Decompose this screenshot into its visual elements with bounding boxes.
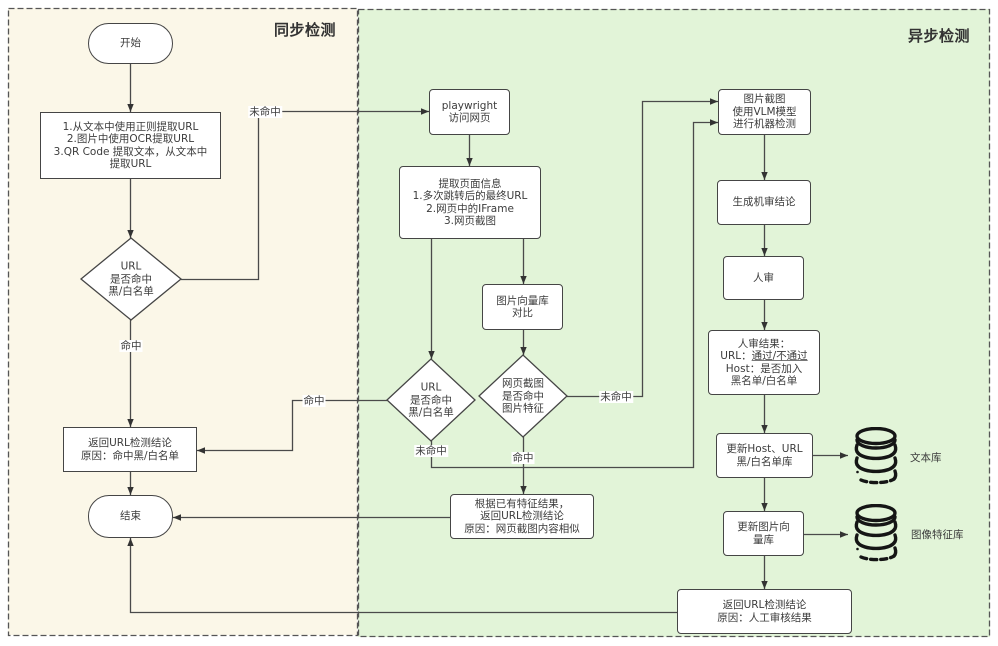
sync-blacklist-decision-diamond [79,237,183,321]
node-text-line: 1.多次跳转后的最终URL [412,190,528,202]
feature-result-node: 根据已有特征结果， 返回URL检测结论 原因：网页截图内容相似 [450,494,594,539]
sync-panel-title: 同步检测 [273,21,336,39]
node-text-line: 原因：人工审核结果 [717,611,812,624]
node-text-line: 返回URL检测结论 [480,510,564,523]
node-text-line: 是否命中 [502,389,544,402]
node-text-line: 黑/白名单 [408,406,454,419]
start-label: 开始 [120,37,141,50]
node-text-line: URL [120,260,142,273]
node-text-line: 2.网页中的IFrame [426,202,514,215]
edge-label-image-hit: 命中 [511,452,535,464]
node-text-line: 3.网页截图 [443,215,497,227]
node-text-line: URL：通过/不通过 [720,350,807,363]
edge-label-image-miss: 未命中 [599,391,633,403]
async-url-decision-diamond [386,358,476,442]
node-text-line: 是否命中 [409,393,452,406]
database-icon [853,503,899,568]
manual-result-node: 人审结果： URL：通过/不通过 Host：是否加入 黑名单/白名单 [708,330,820,395]
node-text-line: 根据已有特征结果， [474,497,570,510]
return-blacklist-result-node: 返回URL检测结论 原因：命中黑/白名单 [63,427,197,472]
vlm-check-node: 图片截图 使用VLM模型 进行机器检测 [718,89,811,135]
node-text-line: 是否命中 [109,272,152,285]
manual-return-node: 返回URL检测结论 原因：人工审核结果 [677,589,852,634]
node-text-line: 访问网页 [448,112,491,124]
url-result-prefix: URL： [720,350,752,362]
update-lists-node: 更新Host、URL 黑/白名单库 [716,433,813,478]
start-node: 开始 [88,23,173,64]
extract-url-node: 1.从文本中使用正则提取URL 2.图片中使用OCR提取URL 3.QR Cod… [40,112,221,179]
database-icon [853,426,899,491]
page-info-node: 提取页面信息 1.多次跳转后的最终URL 2.网页中的IFrame 3.网页截图 [399,166,541,239]
node-text-line: playwright [441,99,498,112]
connector-manual-return-to-end [127,538,677,614]
node-text-line: 图片向量库 [496,294,549,307]
node-text-line: 原因：网页截图内容相似 [464,522,580,535]
edge-label-sync-hit: 命中 [119,340,143,352]
node-text-line: 更新Host、URL [726,443,803,455]
node-text-line: 生成机审结论 [732,196,796,209]
connector-image-miss-to-vlm [567,98,718,398]
node-text-line: 1.从文本中使用正则提取URL [62,120,199,133]
node-text-line: 3.QR Code 提取文本，从文本中 [53,145,208,158]
connector-url-miss-to-vlm [430,119,718,469]
edge-label-url-hit: 命中 [302,395,326,407]
node-text-line: 黑名单/白名单 [730,375,798,387]
node-text-line: Host：是否加入 [725,362,803,375]
node-text-line: 黑/白名单 [108,285,154,298]
node-text-line: 图片截图 [743,93,786,106]
node-text-line: 提取页面信息 [438,177,502,190]
connector-url-hit-to-return [197,399,387,454]
machine-conclusion-node: 生成机审结论 [717,180,811,225]
async-panel-border [357,8,991,638]
connector-decision-miss-to-playwright [181,108,429,281]
node-text-line: 对比 [512,307,533,319]
image-feature-decision-diamond [478,354,568,438]
url-result-value: 通过/不通过 [751,350,808,362]
playwright-visit-node: playwright 访问网页 [429,89,510,135]
node-text-line: 人审 [753,271,774,284]
sync-panel-border [7,7,359,637]
node-text-line: 更新图片向 [737,521,790,533]
async-panel-title: 异步检测 [907,27,970,45]
end-label: 结束 [120,510,141,523]
node-text-line: 网页截图 [502,377,544,390]
node-text-line: 返回URL检测结论 [88,437,172,449]
node-text-line: 量库 [753,533,774,546]
image-feature-database-label: 图像特征库 [911,529,964,541]
node-text-line: URL [420,381,442,394]
vector-compare-node: 图片向量库 对比 [482,284,563,330]
node-text-line: 原因：命中黑/白名单 [80,449,180,462]
node-text-line: 提取URL [109,158,152,170]
node-text-line: 黑/白名单库 [736,455,793,468]
node-text-line: 使用VLM模型 [732,105,797,118]
edge-label-url-miss: 未命中 [414,445,448,457]
node-text-line: 图片特征 [502,402,544,415]
update-vector-node: 更新图片向 量库 [723,511,804,556]
text-database-label: 文本库 [910,452,942,464]
node-text-line: 进行机器检测 [733,118,796,131]
manual-review-node: 人审 [723,256,804,300]
edge-label-sync-miss: 未命中 [248,106,282,118]
end-node: 结束 [88,495,173,538]
sync-blacklist-decision-text: URL 是否命中 黑/白名单 [108,260,154,298]
node-text-line: 返回URL检测结论 [722,599,807,611]
image-feature-decision-text: 网页截图 是否命中 图片特征 [502,377,544,415]
node-text-line: 2.图片中使用OCR提取URL [66,133,195,145]
node-text-line: 人审结果： [737,337,791,350]
async-url-decision-text: URL 是否命中 黑/白名单 [408,381,454,419]
